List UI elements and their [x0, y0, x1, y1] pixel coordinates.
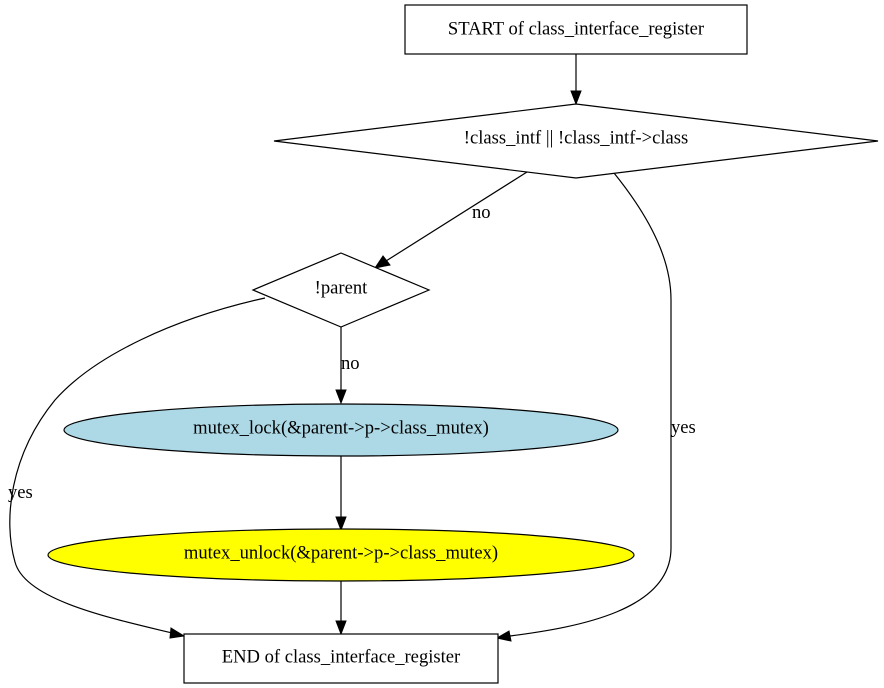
edge-start-to-cond1: [570, 54, 582, 106]
edge-lock-to-unlock: [335, 456, 347, 532]
edge-label-no: no: [472, 202, 491, 223]
edge-cond1-to-end: yes: [495, 172, 696, 642]
node-start: START of class_interface_register: [404, 4, 748, 55]
unlock-ellipse: [47, 528, 635, 582]
edge-cond2-to-lock: no: [335, 327, 360, 405]
edge-cond1-to-cond2: no: [373, 171, 528, 269]
cond1-diamond: [273, 103, 879, 179]
lock-ellipse: [63, 403, 619, 457]
node-cond2: !parent: [251, 252, 431, 328]
end-box: [183, 633, 499, 684]
edge-label-no: no: [341, 353, 360, 374]
lock-label: mutex_lock(&parent->p->class_mutex): [193, 417, 489, 438]
start-box: [404, 4, 748, 55]
node-unlock: mutex_unlock(&parent->p->class_mutex): [47, 528, 635, 582]
cond2-label: !parent: [315, 277, 368, 298]
edge-label-yes: yes: [8, 482, 33, 503]
edge-cond2-to-end: yes: [8, 297, 266, 639]
start-label: START of class_interface_register: [448, 18, 705, 39]
unlock-label: mutex_unlock(&parent->p->class_mutex): [184, 542, 498, 563]
node-end: END of class_interface_register: [183, 633, 499, 684]
cond2-diamond: [251, 252, 431, 328]
end-label: END of class_interface_register: [222, 646, 461, 667]
node-lock: mutex_lock(&parent->p->class_mutex): [63, 403, 619, 457]
edge-label-yes: yes: [671, 417, 696, 438]
cond1-label: !class_intf || !class_intf->class: [464, 127, 688, 148]
edge-unlock-to-end: [335, 580, 347, 636]
node-cond1: !class_intf || !class_intf->class: [273, 103, 879, 179]
